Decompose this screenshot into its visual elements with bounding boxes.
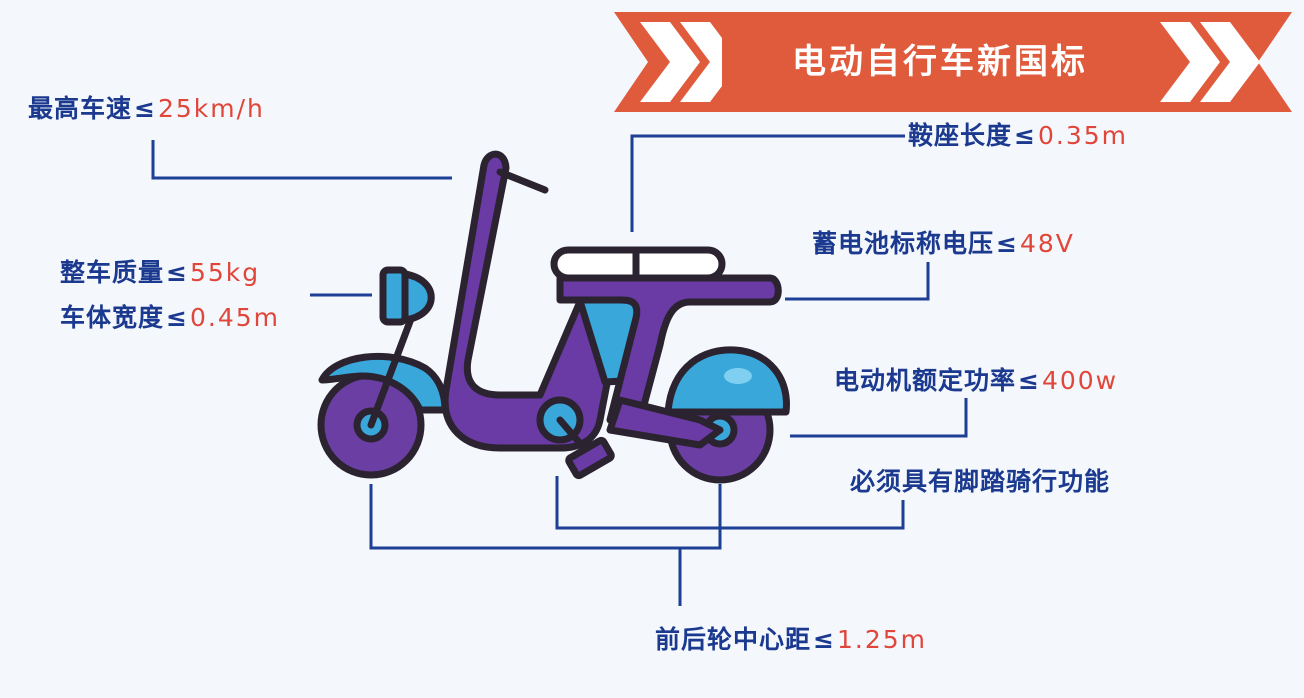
spec-mass-label: 整车质量: [60, 258, 165, 287]
spec-pedal-required: 必须具有脚踏骑行功能: [850, 467, 1110, 497]
spec-saddle-label: 鞍座长度: [908, 121, 1013, 150]
spec-mass: 整车质量≤55kg: [60, 258, 260, 288]
spec-max-speed-value: 25km/h: [157, 94, 265, 123]
spec-battery-voltage: 蓄电池标称电压≤48V: [812, 229, 1075, 259]
spec-saddle-symbol: ≤: [1014, 121, 1036, 150]
banner-chevrons-right: [1160, 22, 1260, 102]
spec-motor-label: 电动机额定功率: [834, 366, 1017, 395]
banner-inner-band: [722, 26, 1158, 98]
spec-width: 车体宽度≤0.45m: [60, 303, 280, 333]
leader-max-speed: [151, 140, 452, 180]
spec-voltage-label: 蓄电池标称电压: [812, 229, 995, 258]
swing-arm: [606, 396, 724, 449]
spec-mass-symbol: ≤: [166, 258, 188, 287]
title-banner: [614, 12, 1292, 112]
spec-pedal-label: 必须具有脚踏骑行功能: [850, 467, 1111, 496]
leader-lines: [151, 134, 968, 606]
leader-motor: [790, 398, 968, 438]
leader-wheelbase-left: [369, 484, 722, 550]
spec-max-speed: 最高车速≤25km/h: [28, 94, 265, 124]
spec-saddle-value: 0.35m: [1037, 121, 1128, 150]
spec-voltage-symbol: ≤: [996, 229, 1018, 258]
spec-width-label: 车体宽度: [60, 303, 165, 332]
spec-motor-symbol: ≤: [1018, 366, 1040, 395]
spec-mass-value: 55kg: [189, 258, 261, 287]
spec-max-speed-label: 最高车速: [28, 94, 133, 123]
spec-wheelbase-value: 1.25m: [836, 625, 927, 654]
spec-max-speed-symbol: ≤: [134, 94, 156, 123]
rear-frame: [556, 274, 782, 424]
leader-saddle: [630, 134, 905, 232]
spec-wheelbase-label: 前后轮中心距: [655, 625, 812, 654]
spec-saddle-length: 鞍座长度≤0.35m: [908, 121, 1128, 151]
spec-width-symbol: ≤: [166, 303, 188, 332]
pedal: [565, 436, 615, 480]
leader-pedal: [555, 476, 905, 530]
spec-motor-value: 400w: [1041, 366, 1119, 395]
spec-width-value: 0.45m: [189, 303, 280, 332]
spec-wheelbase-symbol: ≤: [813, 625, 835, 654]
banner-title: 电动自行车新国标: [792, 42, 1088, 82]
scooter-illustration: [317, 150, 790, 484]
spec-wheelbase: 前后轮中心距≤1.25m: [655, 625, 927, 655]
spec-motor-power: 电动机额定功率≤400w: [834, 366, 1118, 396]
spec-voltage-value: 48V: [1019, 229, 1075, 258]
leader-voltage: [785, 262, 930, 301]
handlebar: [496, 168, 549, 194]
